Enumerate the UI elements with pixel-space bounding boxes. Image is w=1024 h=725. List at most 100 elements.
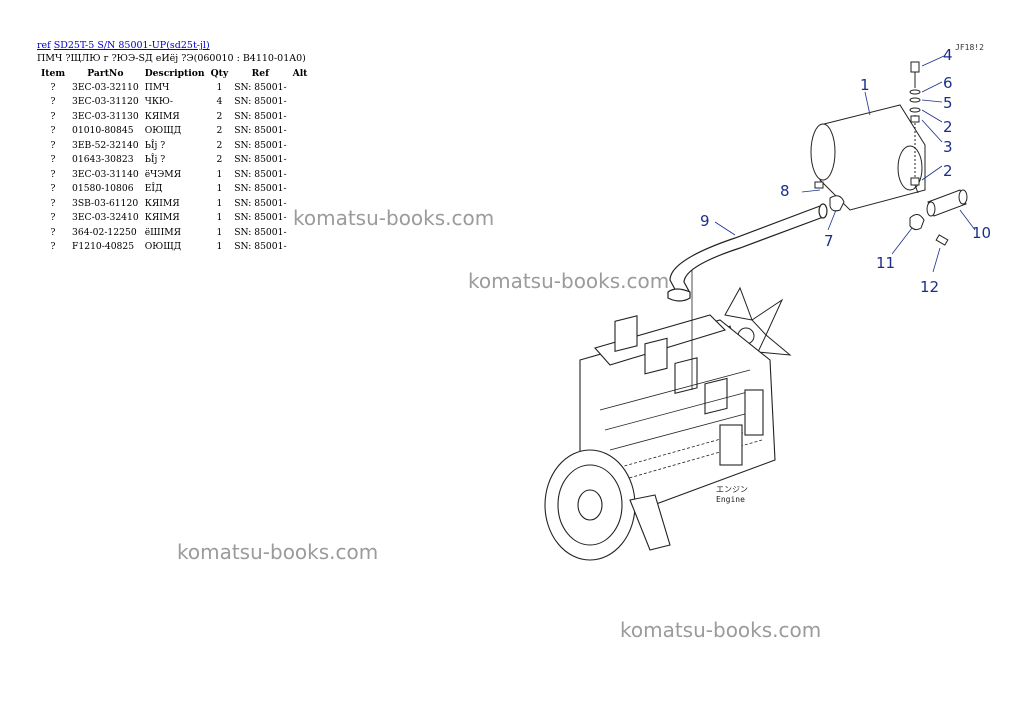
callout-1: 1 xyxy=(860,76,870,94)
callout-8: 8 xyxy=(780,182,790,200)
table-row: ? 3EC-03-31140 ёЧЭМЯ 1 SN: 85001- xyxy=(37,167,310,182)
exhaust-pipe-illustration xyxy=(667,203,828,302)
item-cell: ? xyxy=(50,226,56,238)
ref-cell: SN: 85001- xyxy=(234,226,287,238)
ref-cell: SN: 85001- xyxy=(234,154,287,166)
description-cell: ЬÎj ? xyxy=(144,154,166,166)
part-number-cell: F1210-40825 xyxy=(72,241,135,253)
alt-cell xyxy=(290,182,311,197)
callout-10: 10 xyxy=(972,224,991,242)
qty-cell: 1 xyxy=(216,241,223,253)
watermark: komatsu-books.com xyxy=(177,540,379,564)
item-cell: ? xyxy=(50,125,56,137)
watermark: komatsu-books.com xyxy=(293,206,495,230)
part-number-cell: 3EC-03-32110 xyxy=(72,81,139,93)
description-cell: КЯIМЯ xyxy=(144,212,180,224)
qty-cell: 2 xyxy=(216,110,223,122)
description-cell: ОЮЩД xyxy=(144,125,182,137)
ref-link[interactable]: ref xyxy=(37,40,51,51)
engine-label-en: Engine xyxy=(716,495,745,504)
alt-cell xyxy=(290,95,311,110)
alt-cell xyxy=(290,138,311,153)
item-cell: ? xyxy=(50,168,56,180)
item-cell: ? xyxy=(50,96,56,108)
col-ref: Ref xyxy=(251,67,270,79)
description-cell: ОЮЩД xyxy=(144,241,182,253)
item-cell: ? xyxy=(50,110,56,122)
part-number-cell: 3EC-03-31120 xyxy=(72,96,139,108)
alt-cell xyxy=(290,124,311,139)
ref-cell: SN: 85001- xyxy=(234,241,287,253)
ref-cell: SN: 85001- xyxy=(234,212,287,224)
callout-2: 2 xyxy=(943,162,953,180)
description-cell: ЕÎД xyxy=(144,183,163,195)
part-number-cell: 3EB-52-32140 xyxy=(72,139,139,151)
hardware-stack xyxy=(909,61,921,186)
muffler-illustration xyxy=(810,104,926,211)
parts-table: Item PartNo Description Qty Ref Alt ? 3EC… xyxy=(37,66,310,254)
part-number-cell: 3EC-03-32410 xyxy=(72,212,139,224)
clamp-illustration xyxy=(909,214,949,246)
callout-6: 6 xyxy=(943,74,953,92)
ref-cell: SN: 85001- xyxy=(234,139,287,151)
qty-cell: 1 xyxy=(216,81,223,93)
part-number-cell: 3SB-03-61120 xyxy=(72,197,139,209)
col-item: Item xyxy=(40,67,66,79)
callout-12: 12 xyxy=(920,278,939,296)
col-partno: PartNo xyxy=(87,67,124,79)
table-row: ? 3EC-03-31120 ЧКЮ- 4 SN: 85001- xyxy=(37,95,310,110)
pipe-clamp-illustration xyxy=(814,181,845,212)
exploded-parts-drawing: JF18!2 xyxy=(544,43,991,561)
tail-pipe-illustration xyxy=(926,189,968,217)
description-cell: ЧКЮ- xyxy=(144,96,173,108)
page-subtitle: ПМЧ ?ЩЛЮ г ?ЮЭ-SД еИёj ?Э(060010 : B4110… xyxy=(37,53,306,64)
qty-cell: 2 xyxy=(216,139,223,151)
col-alt: Alt xyxy=(292,67,308,79)
leader-lines xyxy=(714,55,976,273)
qty-cell: 1 xyxy=(216,226,223,238)
part-number-cell: 3EC-03-31130 xyxy=(72,110,139,122)
part-number-cell: 364-02-12250 xyxy=(72,226,137,238)
part-number-cell: 01643-30823 xyxy=(72,154,134,166)
header-links: ref SD25T-5 S/N 85001-UP(sd25t-jl) xyxy=(37,39,210,52)
col-description: Description xyxy=(144,67,205,79)
item-cell: ? xyxy=(50,212,56,224)
qty-cell: 1 xyxy=(216,183,223,195)
description-cell: ёЧЭМЯ xyxy=(144,168,182,180)
qty-cell: 1 xyxy=(216,212,223,224)
watermark: komatsu-books.com xyxy=(468,269,670,293)
drawing-code: JF18!2 xyxy=(955,43,984,52)
qty-cell: 4 xyxy=(216,96,223,108)
ref-cell: SN: 85001- xyxy=(234,125,287,137)
model-link[interactable]: SD25T-5 S/N 85001-UP(sd25t-jl) xyxy=(53,40,210,51)
qty-cell: 1 xyxy=(216,168,223,180)
callout-2: 2 xyxy=(943,118,953,136)
part-number-cell: 01010-80845 xyxy=(72,125,134,137)
alt-cell xyxy=(290,80,311,95)
qty-cell: 1 xyxy=(216,197,223,209)
engine-illustration xyxy=(544,270,776,561)
ref-cell: SN: 85001- xyxy=(234,168,287,180)
table-row: ? 3EB-52-32140 ЬÎj ? 2 SN: 85001- xyxy=(37,138,310,153)
watermark: komatsu-books.com xyxy=(620,618,822,642)
alt-cell xyxy=(290,109,311,124)
alt-cell xyxy=(290,240,311,255)
part-number-cell: 3EC-03-31140 xyxy=(72,168,139,180)
item-cell: ? xyxy=(50,139,56,151)
description-cell: КЯIМЯ xyxy=(144,110,180,122)
item-cell: ? xyxy=(50,81,56,93)
table-header-row: Item PartNo Description Qty Ref Alt xyxy=(37,66,310,80)
ref-cell: SN: 85001- xyxy=(234,96,287,108)
ref-cell: SN: 85001- xyxy=(234,197,287,209)
ref-cell: SN: 85001- xyxy=(234,81,287,93)
description-cell: ЬÎj ? xyxy=(144,139,166,151)
engine-label-jp: エンジン xyxy=(716,485,748,494)
